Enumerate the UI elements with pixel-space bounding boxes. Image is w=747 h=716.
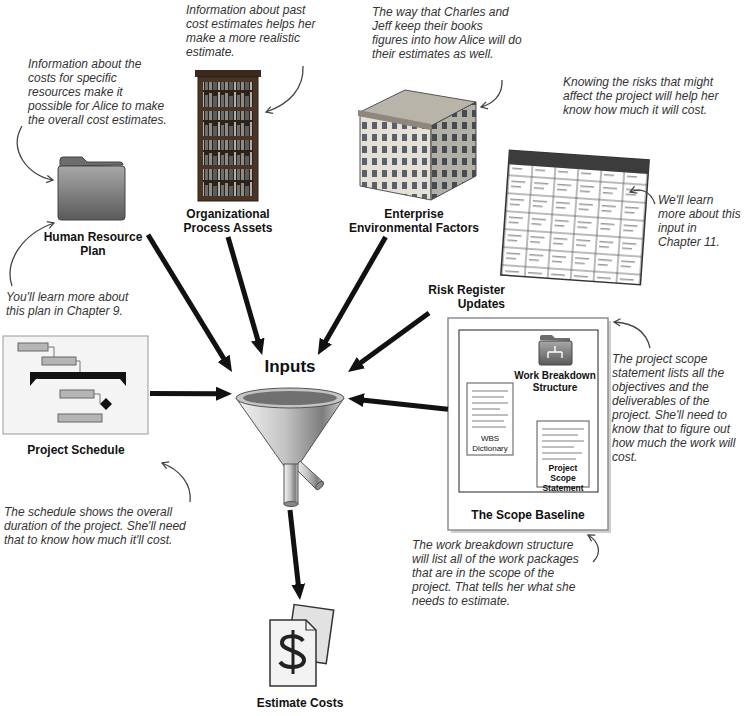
bookshelf: [198, 77, 258, 201]
note-box: We'll learn more about this input in Cha…: [658, 193, 742, 249]
cost-doc: [270, 620, 316, 686]
note-box: You'll learn more about this plan in Cha…: [6, 290, 146, 318]
flow-arrow: [325, 237, 386, 343]
shelf-books: [203, 82, 253, 107]
building-shade: [431, 102, 476, 200]
leader-line: [588, 535, 598, 562]
flow-arrow: [359, 313, 429, 364]
node-label: Organizational Process Assets: [174, 207, 282, 235]
note-box: The work breakdown structure will list a…: [412, 538, 587, 608]
scope-statement-node: Project Scope Statement: [528, 419, 598, 496]
building-side: [431, 102, 476, 200]
doc-lines: [542, 429, 584, 459]
wbs-tree: [548, 346, 562, 358]
dictionary-doc: [467, 383, 513, 455]
note-box: Information about the costs for specific…: [28, 57, 168, 127]
handwritten-note: The work breakdown structure will list a…: [412, 538, 587, 608]
gantt-chart: [3, 336, 148, 434]
leader-line: [162, 463, 190, 502]
dollar-stroke: [292, 630, 295, 674]
handwritten-note: You'll learn more about this plan in Cha…: [6, 290, 146, 318]
leader-line: [481, 80, 502, 107]
folder-tab: [60, 157, 123, 166]
connector-group: [148, 235, 448, 586]
funnel-spout: [284, 464, 298, 504]
note-box: The schedule shows the overall duration …: [4, 505, 204, 547]
leader-line: [614, 322, 650, 348]
flow-arrow: [228, 237, 258, 342]
note-box: The way that Charles and Jeff keep their…: [372, 5, 522, 61]
gantt-summary-ends: [30, 379, 126, 386]
pipe-end: [314, 480, 325, 491]
gantt-summary: [30, 372, 126, 379]
dictionary-node: WBS Dictionary: [462, 381, 518, 457]
scope-baseline-frame: The Scope Baseline Work Breakdown Structu…: [448, 318, 608, 530]
handwritten-note: The project scope statement lists all th…: [612, 352, 742, 464]
gantt-bar: [58, 414, 102, 422]
node-label: The Scope Baseline: [453, 508, 603, 522]
flow-arrow: [362, 400, 448, 409]
handwritten-note: Knowing the risks that might affect the …: [563, 75, 738, 117]
environment-node: Enterprise Environmental Factors: [343, 75, 485, 237]
gantt-link: [48, 347, 100, 404]
handwritten-note: The way that Charles and Jeff keep their…: [372, 5, 522, 61]
folder-icon: [58, 166, 125, 220]
node-label: WBS Dictionary: [467, 434, 513, 454]
leader-line: [266, 66, 303, 112]
leader-line: [17, 126, 53, 180]
node-label: Enterprise Environmental Factors: [344, 207, 484, 235]
node-label: Work Breakdown Structure: [511, 370, 599, 394]
estimate-costs-node: Estimate Costs: [250, 600, 350, 712]
handwritten-note: The schedule shows the overall duration …: [4, 505, 204, 547]
gantt-milestone: [100, 398, 112, 410]
flow-arrow: [150, 391, 218, 396]
handwritten-note: We'll learn more about this input in Cha…: [658, 193, 742, 249]
funnel-rim: [236, 388, 344, 408]
node-label: Project Scope Statement: [538, 463, 588, 493]
wbs-folder-tab: [540, 335, 570, 341]
gantt-bar: [42, 357, 76, 365]
flow-arrow: [148, 235, 225, 360]
scope-frame: [448, 318, 608, 530]
gantt-bar: [60, 390, 94, 398]
node-label: Inputs: [235, 357, 345, 377]
building-trim: [358, 110, 431, 130]
resource-plan-node: Human Resource Plan: [38, 150, 148, 260]
table-header: [509, 150, 650, 174]
doc-corner: [306, 620, 316, 630]
process-assets-node: Organizational Process Assets: [173, 65, 283, 237]
risk-table: [501, 150, 649, 284]
spout-end: [284, 502, 298, 507]
shelf-crown: [195, 70, 261, 77]
scope-inner-frame: [459, 330, 598, 492]
node-label: Human Resource Plan: [43, 230, 143, 258]
handwritten-note: Information about past cost estimates he…: [186, 3, 316, 59]
node-label: Project Schedule: [6, 443, 146, 457]
funnel-mouth: [243, 391, 337, 405]
node-label: Risk Register Updates: [415, 283, 505, 311]
wbs-node: Work Breakdown Structure: [510, 330, 600, 396]
inputs-funnel: Inputs: [232, 355, 348, 510]
flow-arrow: [290, 510, 298, 586]
shelf-books: [203, 140, 253, 165]
schedule-node: Project Schedule: [2, 333, 150, 459]
gantt-bar: [18, 343, 48, 351]
note-box: Knowing the risks that might affect the …: [563, 75, 738, 117]
shelf-books: [203, 111, 253, 136]
doc-lines: [472, 391, 508, 427]
wbs-folder: [539, 341, 572, 365]
note-box: The project scope statement lists all th…: [612, 352, 742, 464]
leader-line: [630, 190, 655, 204]
note-box: Information about past cost estimates he…: [186, 3, 316, 59]
node-label: Estimate Costs: [251, 696, 349, 710]
shelf-books: [203, 169, 253, 196]
handwritten-note: Information about the costs for specific…: [28, 57, 168, 127]
